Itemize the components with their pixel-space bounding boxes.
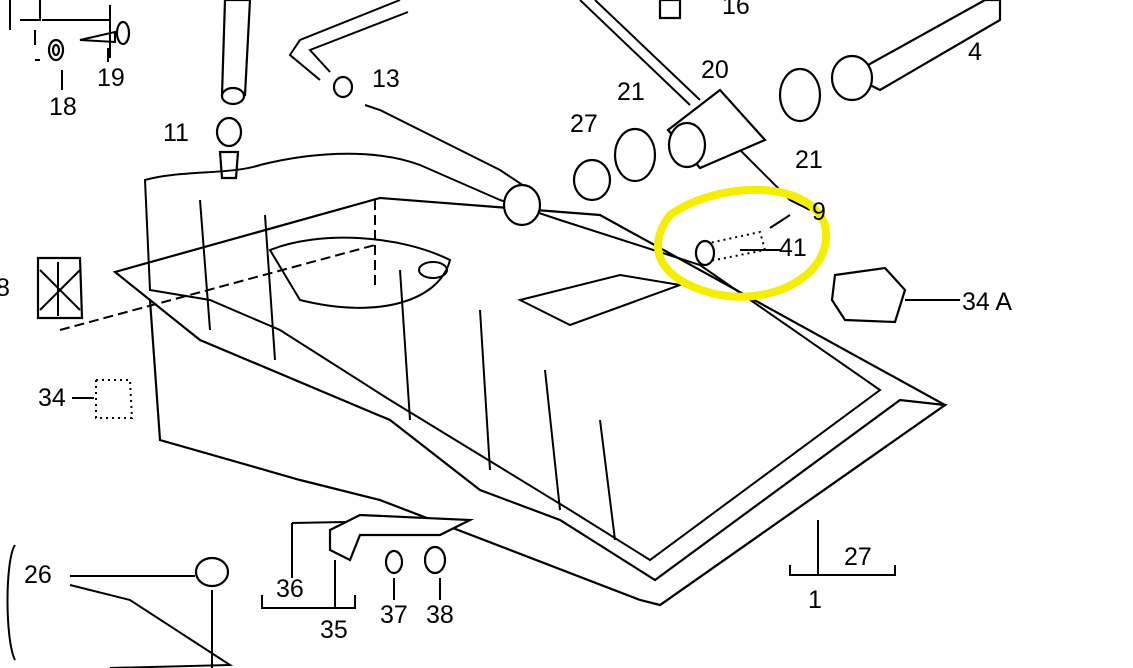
callout-18: 18 xyxy=(49,93,77,121)
callout-35: 35 xyxy=(320,616,348,644)
strainer-8 xyxy=(36,256,84,320)
clamp-21 xyxy=(613,127,657,183)
callout-11: 11 xyxy=(163,119,189,147)
hose xyxy=(220,0,252,97)
callout-21: 21 xyxy=(617,78,645,106)
washer-37 xyxy=(384,549,404,575)
callout-27: 27 xyxy=(570,110,598,138)
bracket-line xyxy=(9,0,111,58)
pad-34 xyxy=(95,379,134,419)
callout-4: 4 xyxy=(968,38,982,66)
callout-37: 37 xyxy=(380,601,408,629)
screw-19 xyxy=(79,30,116,44)
callout-19: 19 xyxy=(97,64,125,92)
bracket-36 xyxy=(328,513,475,562)
hose-4 xyxy=(847,0,1002,92)
callout-26: 26 xyxy=(24,561,52,589)
callout-34a: 34 A xyxy=(962,288,1013,316)
callout-20: 20 xyxy=(701,56,729,84)
callout-38: 38 xyxy=(426,601,454,629)
grommet-26 xyxy=(194,556,230,588)
callout-8: 8 xyxy=(0,274,10,302)
callout-41: 41 xyxy=(779,234,807,262)
tank-body xyxy=(148,297,949,607)
callout-13: 13 xyxy=(372,65,400,93)
tank-top xyxy=(143,152,882,562)
cap-11 xyxy=(215,116,243,148)
sender-unit xyxy=(268,236,452,309)
nut-16 xyxy=(658,0,682,20)
callout-36: 36 xyxy=(276,575,304,603)
callout-27: 27 xyxy=(844,543,872,571)
clip-13 xyxy=(332,75,354,99)
clamp-21b xyxy=(778,67,822,123)
callout-16: 16 xyxy=(722,0,750,20)
callout-9: 9 xyxy=(812,198,826,226)
filler-neck-41 xyxy=(698,230,767,264)
highlight-circle xyxy=(654,185,831,301)
nut-38 xyxy=(423,545,447,575)
callout-34: 34 xyxy=(38,384,66,412)
callout-21: 21 xyxy=(795,146,823,174)
pad-34a xyxy=(830,266,907,324)
callout-1: 1 xyxy=(808,586,822,614)
sleeve-27 xyxy=(572,158,612,202)
